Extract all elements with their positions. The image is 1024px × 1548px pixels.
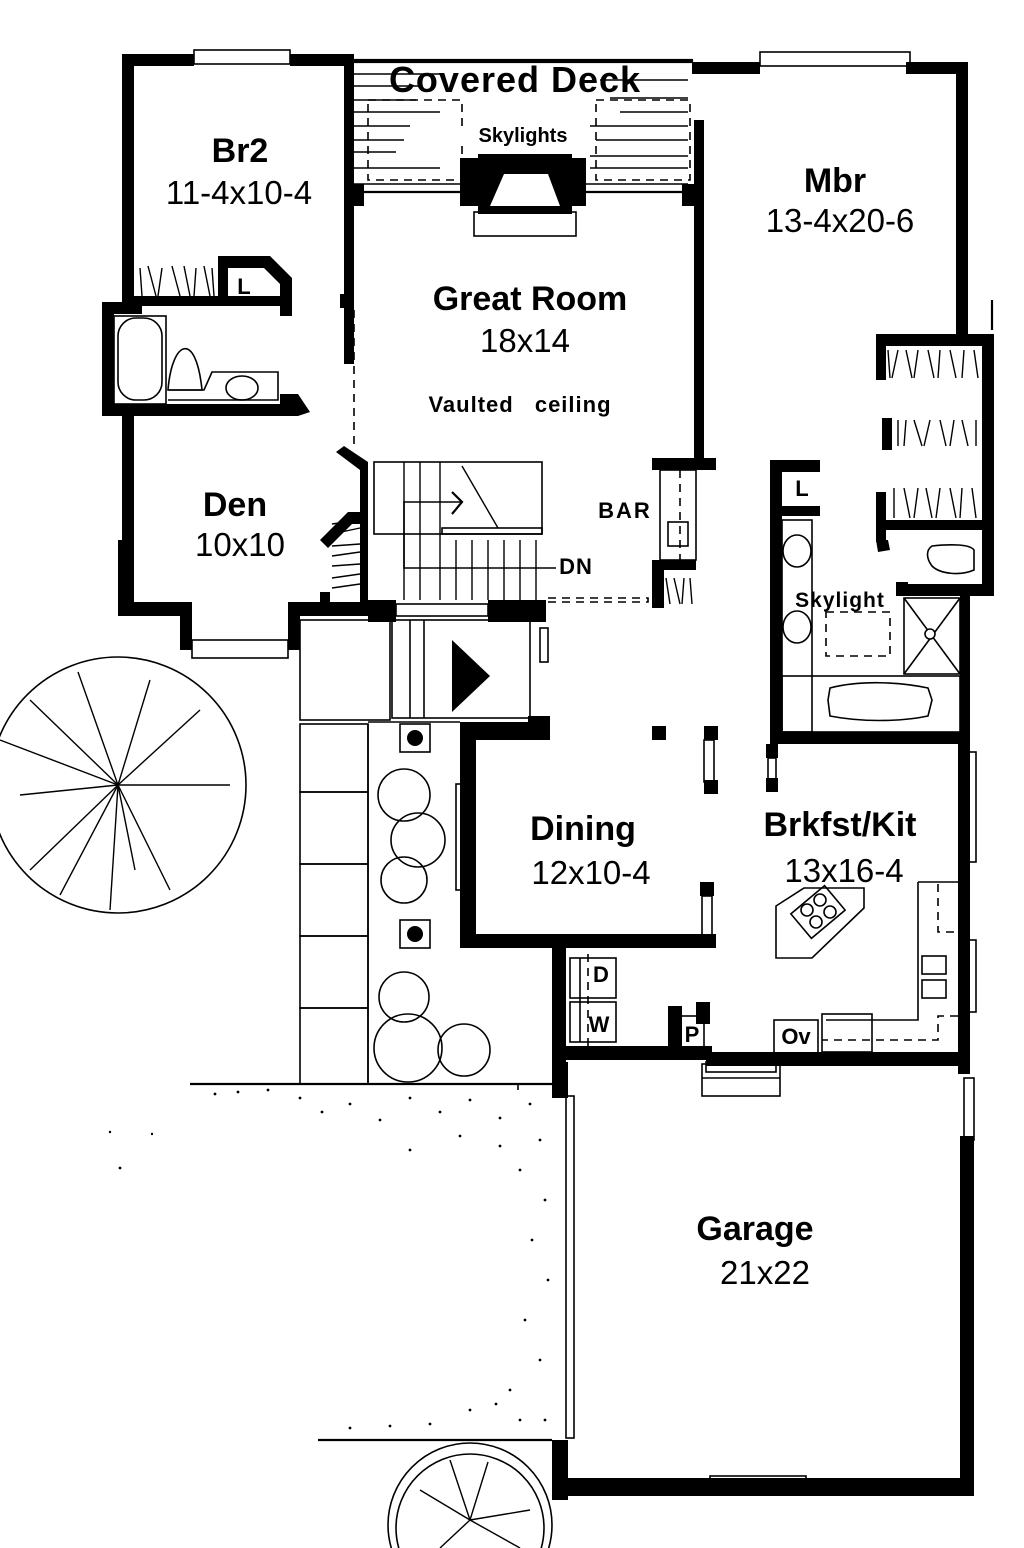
room-dimensions-dining: 12x10-4 <box>531 854 651 891</box>
exterior-walls <box>102 49 994 1500</box>
washer-label: W <box>588 1012 610 1037</box>
linen-closet-br2-label: L <box>237 274 251 299</box>
kitchen-detail <box>569 881 958 1073</box>
room-name-dining: Dining <box>530 810 636 848</box>
covered-deck-detail <box>352 73 694 237</box>
room-dimensions-mbr: 13-4x20-6 <box>765 202 915 239</box>
room-name-great-room: Great Room <box>432 280 628 318</box>
room-dimensions-brkfst-kit: 13x16-4 <box>784 852 904 889</box>
annotation-stairs-down: DN <box>559 554 593 579</box>
room-dimensions-garage: 21x22 <box>720 1254 810 1291</box>
oven-label: Ov <box>781 1024 811 1049</box>
linen-closet-mbr-label: L <box>795 476 809 501</box>
interior-walls <box>130 256 986 939</box>
driveway-stipple <box>108 1088 550 1430</box>
dryer-label: D <box>593 962 609 987</box>
room-name-garage: Garage <box>696 1210 814 1248</box>
room-name-mbr: Mbr <box>803 162 867 200</box>
room-dimensions-great-room: 18x14 <box>480 322 570 359</box>
room-name-den: Den <box>202 486 268 524</box>
room-dimensions-br2: 11-4x10-4 <box>165 174 313 211</box>
stairs <box>353 310 689 603</box>
plumbing-fixtures <box>113 315 975 733</box>
note-vaulted-ceiling: Vaulted ceiling <box>428 392 612 417</box>
annotation-skylights: Skylights <box>458 126 588 146</box>
room-dimensions-den: 10x10 <box>195 526 285 563</box>
annotation-bar: BAR <box>598 498 652 523</box>
landscape <box>0 619 553 1548</box>
pantry-label: P <box>684 1022 700 1047</box>
room-name-covered-deck: Covered Deck <box>388 59 642 100</box>
room-name-br2: Br2 <box>211 132 269 170</box>
room-name-brkfst-kit: Brkfst/Kit <box>763 806 917 844</box>
closet-hatching <box>139 265 979 605</box>
annotation-skylight: Skylight <box>795 589 885 612</box>
